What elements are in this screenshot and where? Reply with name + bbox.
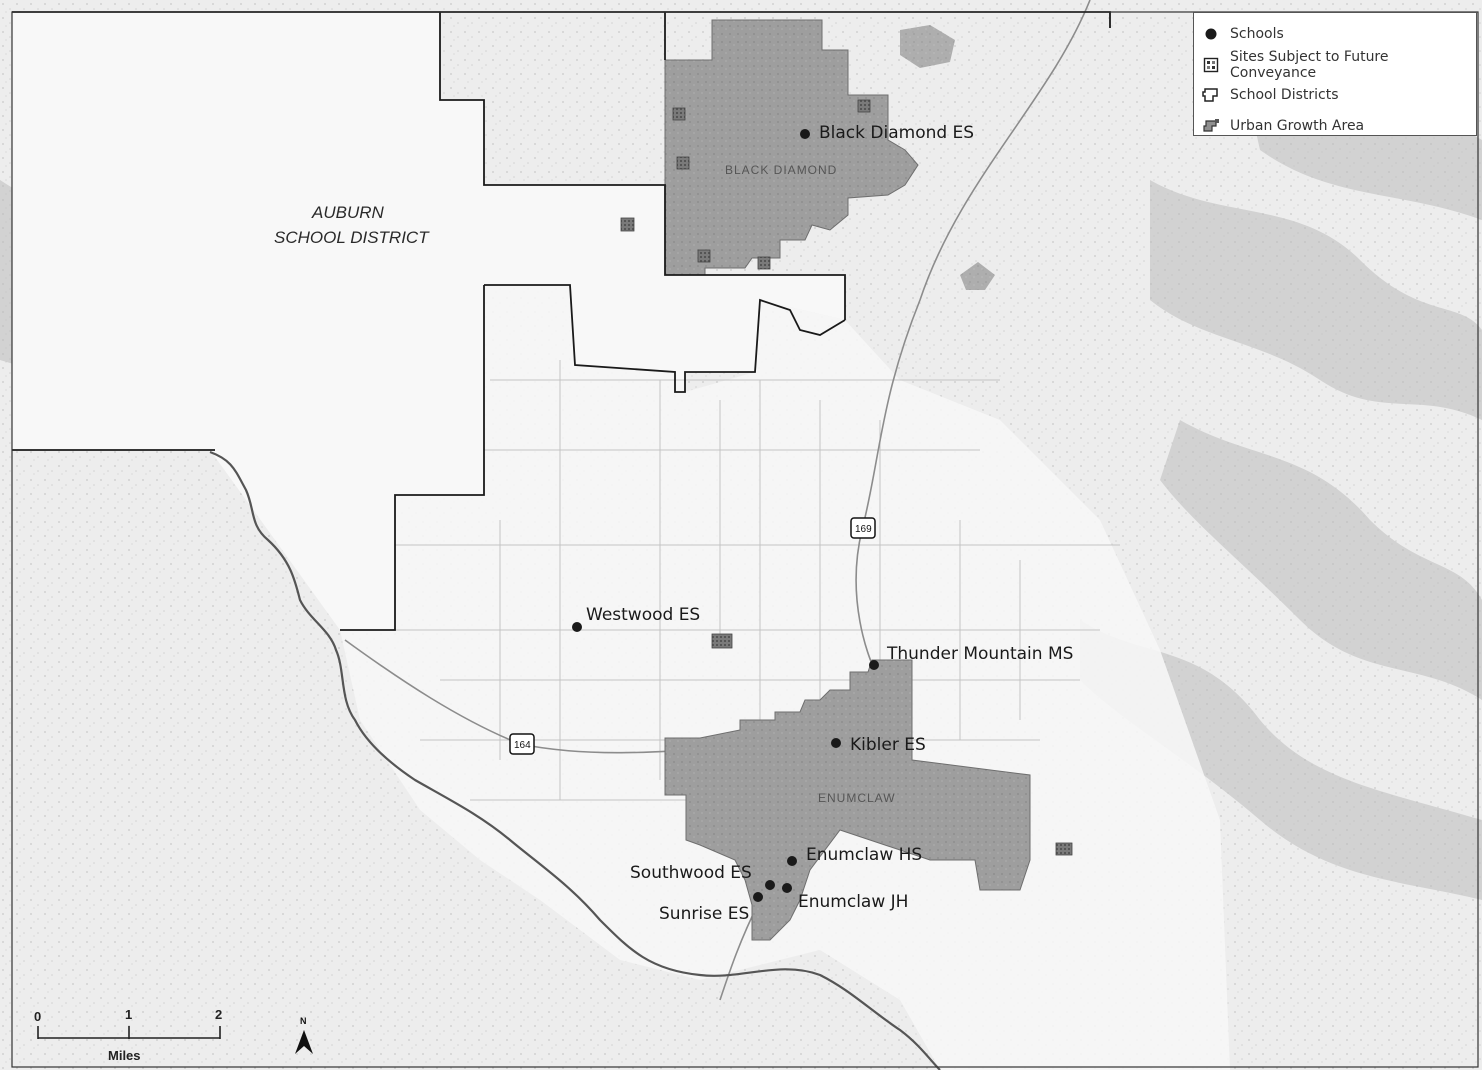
svg-text:Kibler ES: Kibler ES [850, 735, 926, 755]
svg-text:N: N [300, 1016, 307, 1026]
svg-text:Sunrise ES: Sunrise ES [659, 904, 749, 924]
future-conveyance-sites [620, 99, 1073, 856]
east-pocket [960, 262, 995, 290]
terrain-shading [0, 60, 1482, 900]
school-kibler-es[interactable]: Kibler ES [831, 735, 926, 755]
legend-item-urban-growth: Urban Growth Area [1202, 111, 1476, 142]
black-diamond-north-lobe [900, 25, 955, 68]
school-enumclaw-hs[interactable]: Enumclaw HS [787, 845, 922, 866]
highway-shield-164: 164 [509, 733, 535, 755]
site-square-icon [1202, 56, 1220, 74]
school-southwood-es[interactable]: Southwood ES [630, 863, 775, 890]
white-river [209, 450, 941, 1070]
auburn-district-area [12, 12, 845, 630]
city-label-enumclaw: ENUMCLAW [818, 791, 896, 805]
svg-text:Westwood ES: Westwood ES [586, 605, 700, 625]
map-frame [11, 11, 1479, 1068]
scale-tick-2: 2 [215, 1007, 222, 1022]
city-label-black-diamond: BLACK DIAMOND [725, 163, 837, 177]
legend-label: Schools [1230, 26, 1284, 43]
legend-label: School Districts [1230, 87, 1339, 104]
district-outline-icon [1202, 86, 1220, 104]
svg-text:Southwood ES: Southwood ES [630, 863, 752, 883]
legend-label: Sites Subject to Future Conveyance [1230, 48, 1389, 81]
svg-text:164: 164 [514, 740, 531, 751]
svg-text:Enumclaw JH: Enumclaw JH [798, 892, 908, 912]
legend-item-sites: Sites Subject to Future Conveyance [1202, 48, 1476, 81]
scale-tick-1: 1 [125, 1007, 132, 1022]
school-enumclaw-jh[interactable]: Enumclaw JH [782, 883, 908, 912]
legend-label: Urban Growth Area [1230, 117, 1365, 134]
school-dot-icon [1202, 25, 1220, 43]
svg-text:Black Diamond ES: Black Diamond ES [819, 123, 974, 143]
scale-tick-0: 0 [34, 1009, 41, 1024]
north-arrow-icon: N [295, 1016, 313, 1054]
legend-item-schools: Schools [1202, 19, 1476, 50]
black-diamond-urban-area [664, 19, 919, 276]
highway-shield-169: 169 [850, 517, 876, 539]
school-westwood-es[interactable]: Westwood ES [572, 605, 700, 632]
school-sunrise-es[interactable]: Sunrise ES [659, 892, 763, 924]
map-legend: Schools Sites Subject to Future Conveyan… [1193, 12, 1477, 136]
svg-text:169: 169 [855, 524, 872, 535]
legend-item-school-districts: School Districts [1202, 80, 1476, 111]
school-thunder-mountain-ms[interactable]: Thunder Mountain MS [869, 644, 1073, 670]
enumclaw-urban-area [664, 659, 1031, 941]
svg-text:Thunder Mountain MS: Thunder Mountain MS [886, 644, 1073, 664]
school-black-diamond-es[interactable]: Black Diamond ES [800, 123, 974, 143]
district-label-line1: AUBURN [311, 203, 385, 222]
scale-bar: 0 1 2 Miles [34, 1007, 222, 1063]
svg-text:Enumclaw HS: Enumclaw HS [806, 845, 922, 865]
scale-unit: Miles [108, 1048, 141, 1063]
urban-growth-icon [1202, 117, 1220, 135]
district-label-line2: SCHOOL DISTRICT [274, 228, 430, 247]
